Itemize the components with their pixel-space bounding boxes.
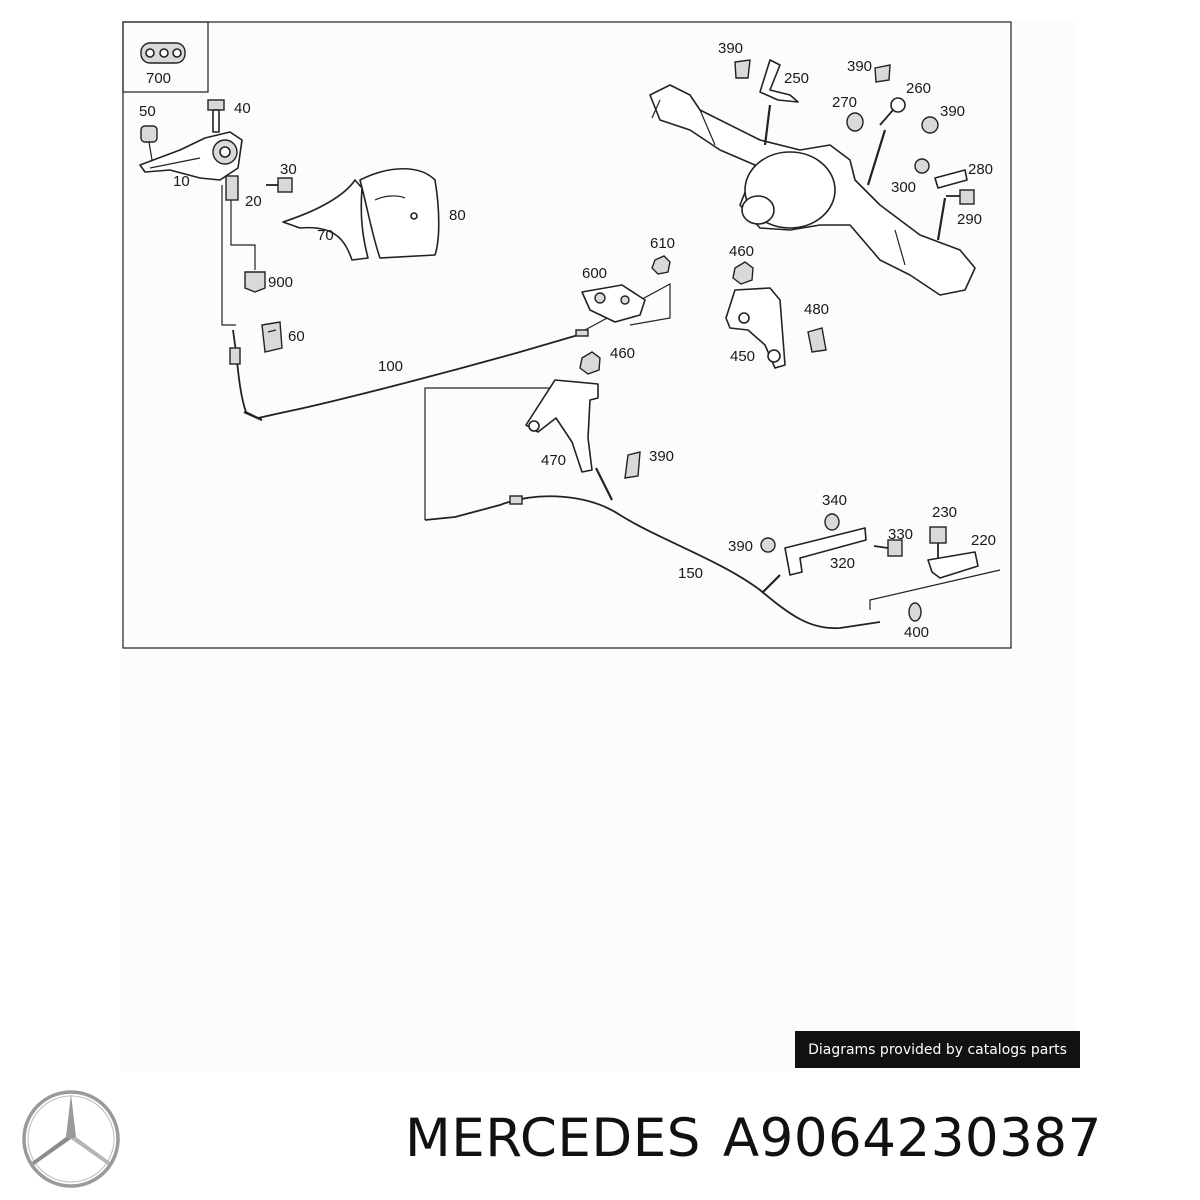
- mercedes-star-icon: [22, 1090, 120, 1188]
- part-450-bracket: [725, 287, 786, 369]
- callout-270: 270: [832, 94, 857, 111]
- callout-280: 280: [968, 161, 993, 178]
- part-30-bolt: [266, 177, 293, 193]
- part-460-nut-right: [732, 261, 754, 285]
- callout-150: 150: [678, 565, 703, 582]
- rear-axle-assembly: [649, 84, 976, 296]
- part-390-clip-260: [874, 64, 891, 83]
- callout-230: 230: [932, 504, 957, 521]
- brand-part-number: A9064230387: [722, 1108, 1102, 1169]
- callout-50: 50: [139, 103, 156, 120]
- callout-330: 330: [888, 526, 913, 543]
- callout-450: 450: [730, 348, 755, 365]
- credit-text: Diagrams provided by catalogs parts: [808, 1041, 1067, 1058]
- leader-100: [221, 185, 236, 326]
- part-400-clip: [908, 602, 922, 622]
- callout-470: 470: [541, 452, 566, 469]
- callout-340: 340: [822, 492, 847, 509]
- part-20-switch: [225, 175, 239, 201]
- part-390-clip-top: [734, 59, 751, 79]
- diagram-frame: [122, 21, 1012, 649]
- part-330-bolt: [873, 539, 903, 557]
- callout-labels: 700 50 40 10 30 20 70 80 900 60 100 610 …: [139, 40, 996, 641]
- part-900-clip: [244, 271, 266, 293]
- callout-250: 250: [784, 70, 809, 87]
- part-80-cover: [359, 167, 440, 259]
- callout-20: 20: [245, 193, 262, 210]
- callout-390-mid: 390: [649, 448, 674, 465]
- part-600-equalizer: [581, 284, 646, 323]
- callout-100: 100: [378, 358, 403, 375]
- cable-100-end: [229, 347, 241, 365]
- callout-290: 290: [957, 211, 982, 228]
- part-270-bushing: [846, 112, 864, 132]
- part-390-clip-280: [921, 116, 939, 134]
- part-470-bracket: [525, 379, 599, 473]
- part-10-lever-housing: [139, 131, 243, 181]
- callout-220: 220: [971, 532, 996, 549]
- part-460-nut: [579, 351, 601, 375]
- callout-10: 10: [173, 173, 190, 190]
- inset-box-700: [122, 21, 209, 93]
- arrow-150: [761, 574, 781, 594]
- callout-80: 80: [449, 207, 466, 224]
- part-40-bolt: [207, 99, 225, 133]
- callout-300: 300: [891, 179, 916, 196]
- callout-60: 60: [288, 328, 305, 345]
- arrow-250: [763, 104, 772, 146]
- callout-610: 610: [650, 235, 675, 252]
- brand-maker: MERCEDES: [405, 1108, 701, 1169]
- parts-diagram: 700 50 40 10 30 20 70 80 900 60 100 610 …: [120, 20, 1075, 1072]
- part-260-clip: [879, 97, 906, 126]
- arrow-470: [595, 467, 613, 501]
- part-300-washer: [914, 158, 930, 174]
- part-70-cover: [282, 179, 369, 261]
- part-220-bracket: [927, 551, 979, 579]
- callout-600: 600: [582, 265, 607, 282]
- part-610-nut: [651, 255, 671, 275]
- diagram-background: [120, 20, 1075, 1072]
- callout-40: 40: [234, 100, 251, 117]
- callout-30: 30: [280, 161, 297, 178]
- part-480-clip: [807, 327, 827, 353]
- brand-title: MERCEDES A9064230387: [405, 1108, 1124, 1169]
- frame-220: [869, 569, 1001, 610]
- arrow-260: [866, 129, 887, 186]
- arrow-290: [936, 197, 947, 241]
- callout-480: 480: [804, 301, 829, 318]
- callout-900: 900: [268, 274, 293, 291]
- frame-470: [424, 387, 560, 520]
- part-390-clip-mid: [624, 451, 641, 479]
- part-390-clip-low: [760, 537, 776, 553]
- part-250-bracket: [759, 59, 799, 103]
- part-280-strap: [934, 169, 968, 189]
- credit-banner: Diagrams provided by catalogs parts: [795, 1031, 1080, 1068]
- part-150-cable: [424, 495, 881, 629]
- callout-320: 320: [830, 555, 855, 572]
- part-60-bracket: [261, 321, 283, 353]
- parts-diagram-svg: 700 50 40 10 30 20 70 80 900 60 100 610 …: [120, 20, 1075, 1072]
- callout-460-right: 460: [729, 243, 754, 260]
- callout-400: 400: [904, 624, 929, 641]
- part-230-bolt: [929, 526, 947, 558]
- callout-390-280: 390: [940, 103, 965, 120]
- callout-390-260: 390: [847, 58, 872, 75]
- part-100-cable: [232, 329, 586, 419]
- part-290-bolt: [946, 189, 975, 205]
- callout-390-low: 390: [728, 538, 753, 555]
- cable-100-boot: [243, 410, 263, 422]
- part-320-bracket: [784, 527, 867, 576]
- callout-70: 70: [317, 227, 334, 244]
- cable-100-tip: [575, 329, 589, 337]
- part-340-washer: [824, 513, 840, 531]
- part-700-grip: [140, 42, 186, 64]
- part-50-knob: [140, 125, 158, 161]
- callout-460: 460: [610, 345, 635, 362]
- leader-900: [230, 200, 256, 270]
- cable-150-fitting: [509, 495, 523, 505]
- callout-390-top: 390: [718, 40, 743, 57]
- callout-700: 700: [146, 70, 171, 87]
- callout-260: 260: [906, 80, 931, 97]
